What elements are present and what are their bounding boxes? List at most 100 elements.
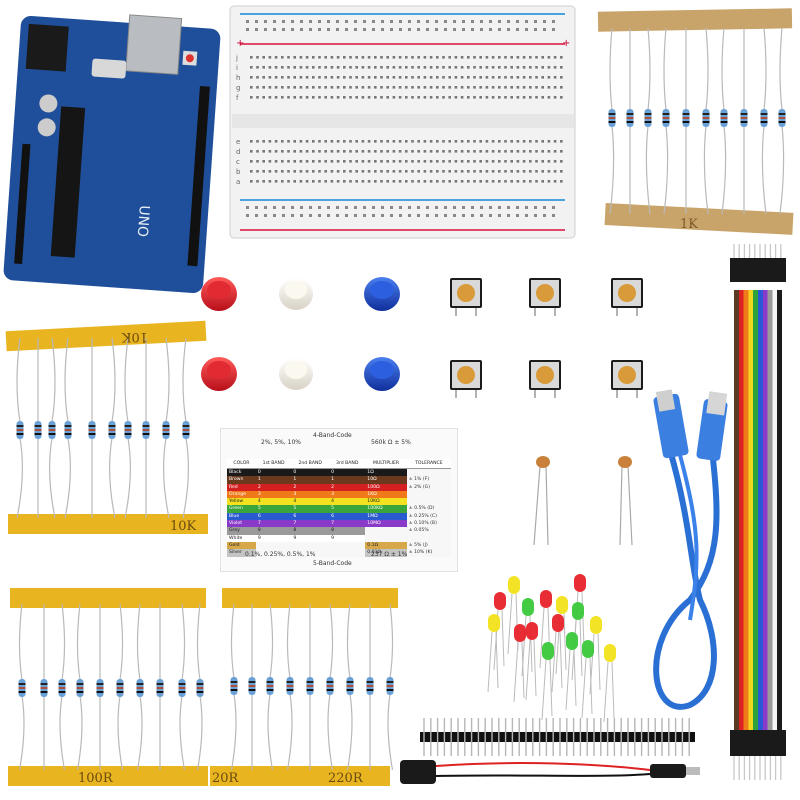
hole	[480, 214, 483, 217]
hole	[318, 56, 321, 59]
hole	[541, 56, 544, 59]
cell-b2: 0	[291, 468, 330, 477]
hole	[355, 150, 358, 153]
hole	[282, 28, 285, 31]
hole	[367, 160, 371, 163]
card-title-4band: 4-Band-Code	[313, 432, 352, 439]
hole	[543, 206, 546, 209]
hole	[436, 86, 439, 89]
hole	[256, 56, 259, 59]
hole	[411, 150, 414, 153]
hole	[448, 76, 451, 79]
hole	[417, 214, 420, 217]
hole	[529, 150, 532, 153]
hole	[349, 180, 352, 183]
hole	[560, 150, 563, 153]
hole	[343, 86, 346, 89]
hole	[417, 28, 420, 31]
hole	[454, 66, 458, 69]
hole	[429, 180, 433, 183]
card-example-top: 560k Ω ± 5%	[371, 439, 411, 446]
cell-b2: 5	[291, 505, 330, 513]
hole	[460, 86, 464, 89]
hole	[479, 66, 482, 69]
cell-b3: 2	[329, 483, 366, 491]
hole	[553, 76, 557, 79]
card-example-bottom: 237 Ω ± 1%	[371, 551, 408, 558]
hole	[250, 150, 253, 153]
hole	[553, 66, 557, 69]
row-letter: g	[236, 84, 240, 92]
hole	[467, 150, 470, 153]
hole	[453, 20, 456, 23]
hole	[312, 56, 315, 59]
hole	[305, 76, 309, 79]
hole	[405, 160, 408, 163]
led	[525, 622, 538, 701]
hole	[274, 66, 278, 69]
hole	[262, 66, 265, 69]
hole	[256, 140, 259, 143]
hole	[312, 150, 315, 153]
hole	[417, 20, 420, 23]
hole	[305, 180, 309, 183]
power-analog-header	[14, 143, 31, 264]
hole	[553, 180, 557, 183]
resistor	[96, 604, 104, 770]
hole	[516, 28, 519, 31]
hole	[448, 170, 451, 173]
hole	[510, 66, 513, 69]
hole	[429, 56, 433, 59]
hole	[541, 150, 544, 153]
hole	[355, 170, 358, 173]
hole	[299, 140, 303, 143]
hole	[460, 140, 464, 143]
hole	[435, 28, 438, 31]
tactile-switch	[529, 360, 561, 398]
hole	[256, 160, 259, 163]
hole	[534, 28, 537, 31]
hole	[435, 20, 438, 23]
hole	[467, 180, 470, 183]
hole	[318, 86, 321, 89]
hole	[281, 96, 284, 99]
hole	[408, 214, 411, 217]
hole	[318, 150, 321, 153]
hole	[480, 28, 483, 31]
hole	[386, 96, 389, 99]
hole	[355, 66, 358, 69]
hole	[405, 86, 408, 89]
hole	[467, 86, 470, 89]
cell-b1: 6	[255, 512, 292, 521]
resistor-color-code-card: 4-Band-Code 2%, 5%, 10% 560k Ω ± 5% COLO…	[220, 428, 458, 572]
hole	[525, 206, 528, 209]
hole	[454, 170, 458, 173]
hole	[312, 180, 315, 183]
hole	[386, 56, 389, 59]
hole	[504, 96, 507, 99]
hole	[343, 56, 346, 59]
hole	[246, 214, 249, 217]
hole	[429, 96, 433, 99]
hole	[343, 160, 346, 163]
hole	[510, 180, 513, 183]
resistor	[64, 337, 72, 519]
resistor	[124, 337, 132, 519]
hole	[467, 170, 470, 173]
hole	[262, 160, 265, 163]
hole	[345, 214, 348, 217]
hole	[460, 96, 464, 99]
hole	[417, 206, 420, 209]
cell-name: Grey	[227, 527, 256, 535]
hole	[305, 150, 309, 153]
hole	[274, 180, 278, 183]
led	[581, 640, 594, 719]
hole	[426, 20, 429, 23]
cell-b1	[255, 541, 292, 550]
resistor-strip-100r: 100R	[8, 588, 208, 786]
hole	[529, 76, 532, 79]
hole	[529, 160, 532, 163]
